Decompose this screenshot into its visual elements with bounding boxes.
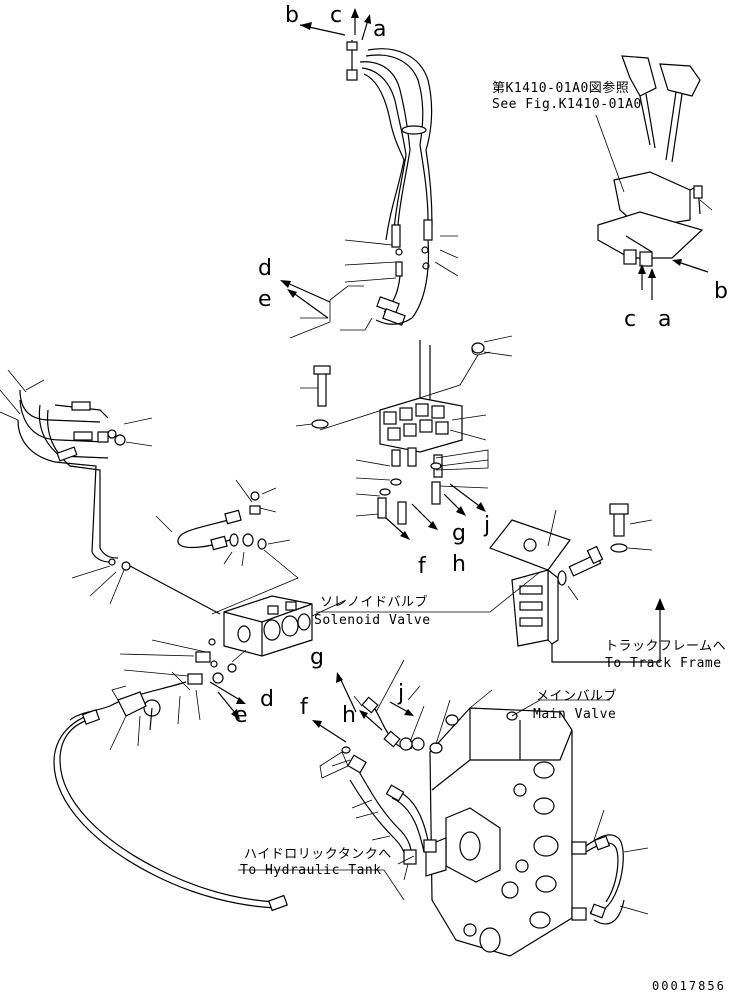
bracket-assembly [489,503,665,663]
sol-label-d: d [260,687,274,712]
top-label-b: b [285,3,299,28]
main-valve-label-en: Main Valve [533,707,616,722]
track-frame-jp: トラックフレームへ [605,639,726,654]
track-frame-en: To Track Frame [605,656,722,671]
lever-label-b: b [714,279,728,304]
block-label-f: f [418,554,427,579]
left-label-e: e [258,287,272,312]
block-label-g: g [452,521,466,546]
solenoid-valve [53,571,541,912]
mv-label-g: g [310,645,324,670]
small-hose [155,479,299,615]
top-label-c: c [330,3,342,28]
fig-ref-jp: 第K1410-01A0図参照 [492,80,629,96]
lever-label-c: c [624,307,636,332]
left-hose-group [0,369,221,615]
block-label-h: h [452,552,466,577]
hyd-tank-label-en: To Hydraulic Tank [240,863,382,878]
mv-label-h: h [342,703,356,728]
lever-label-a: a [658,307,671,332]
solenoid-label-jp: ソレノイドバルブ [320,594,428,610]
ppc-lever-assembly [595,55,713,300]
left-label-d: d [258,256,272,281]
sol-label-e: e [234,703,248,728]
hyd-tank-leader [238,855,415,901]
mv-label-j: j [397,681,404,706]
hyd-tank-label-jp: ハイドロリックタンクへ [244,847,392,862]
top-hose-bundle [280,8,459,339]
top-label-a: a [373,17,386,42]
drawing-number: 00017856 [652,979,726,993]
solenoid-label-en: Solenoid Valve [314,613,431,628]
fig-ref-en: See Fig.K1410-01A0 [492,97,642,112]
block-label-j: j [483,513,490,538]
main-valve [312,659,649,957]
main-valve-label-jp: メインバルブ [536,688,617,704]
pilot-valve-block [295,335,513,540]
mv-label-f: f [300,695,309,720]
